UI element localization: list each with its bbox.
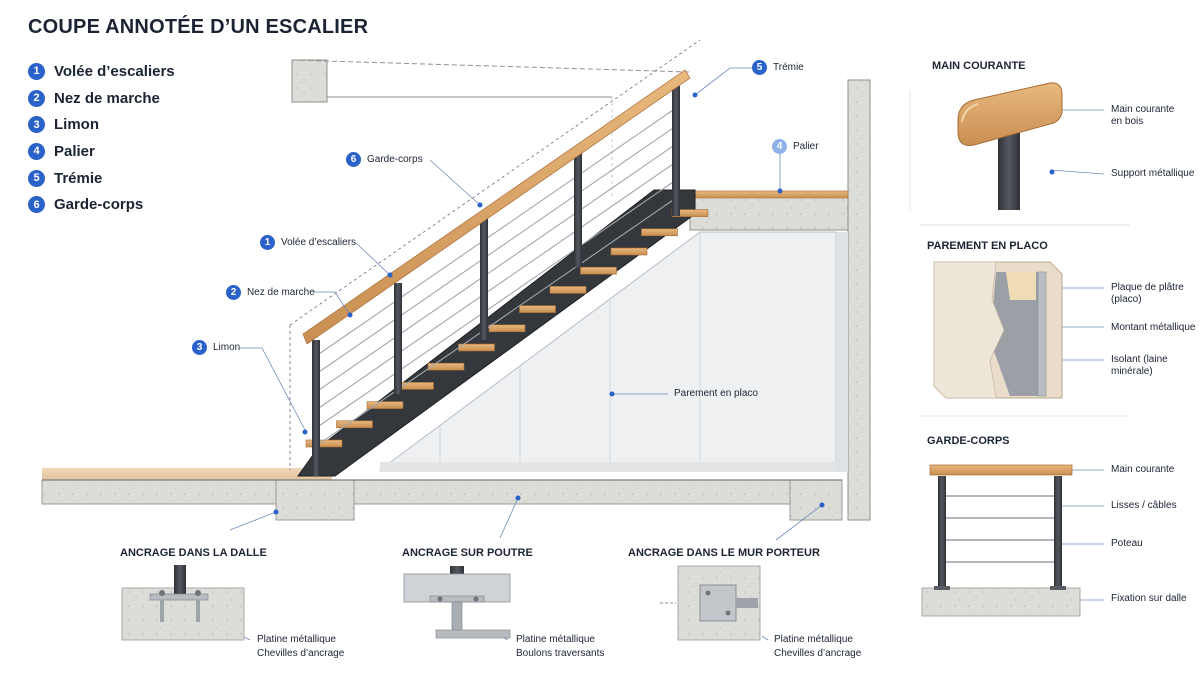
- stair-tread: [610, 247, 648, 256]
- legend-label: Nez de marche: [54, 89, 160, 107]
- detail-anchor-beam: [403, 566, 511, 639]
- label-plaque: Plaque de plâtre (placo): [1111, 282, 1184, 305]
- legend-number: 1: [28, 62, 45, 80]
- legend-item: 4 Palier: [28, 138, 175, 165]
- railing-cable: [315, 161, 677, 411]
- stair-tread: [336, 420, 373, 429]
- label-handrail-wood: Main courante en bois: [1111, 104, 1175, 127]
- label-poteau: Poteau: [1111, 538, 1143, 549]
- label-montant: Montant métallique: [1111, 322, 1196, 333]
- callout-label: Palier: [793, 141, 819, 152]
- stair-tread: [641, 228, 678, 237]
- legend-number: 5: [28, 169, 45, 187]
- detail-handrail-title: MAIN COURANTE: [932, 60, 1026, 72]
- detail-railing: [921, 464, 1081, 617]
- legend-number: 3: [28, 116, 45, 134]
- label-anchor-beam-bolts: Boulons traversants: [516, 648, 605, 659]
- detail-plasterboard: [933, 261, 1063, 399]
- legend-number: 4: [28, 142, 45, 160]
- stair-tread: [427, 362, 465, 371]
- legend-label: Garde-corps: [54, 196, 144, 214]
- label-isolant: Isolant (laine minérale): [1111, 354, 1168, 377]
- stair-tread: [458, 343, 495, 352]
- legend: 1 Volée d’escaliers 2 Nez de marche 3 Limon…: [28, 58, 175, 218]
- callout-label: Nez de marche: [247, 287, 315, 298]
- label-parement: Parement en placo: [674, 388, 758, 399]
- legend-item: 6 Garde-corps: [28, 191, 175, 218]
- callout-label: Trémie: [773, 62, 804, 73]
- anchor-beam-title: ANCRAGE SUR POUTRE: [402, 547, 533, 559]
- label-anchor-beam-plate: Platine métallique: [516, 634, 595, 645]
- callout-number: 3: [192, 340, 207, 355]
- detail-anchor-slab: [121, 565, 245, 641]
- upper-slab: [291, 59, 849, 231]
- construction-lines: [289, 39, 701, 470]
- legend-number: 6: [28, 196, 45, 214]
- legend-item: 5 Trémie: [28, 165, 175, 192]
- callout-label: Limon: [213, 342, 241, 353]
- callout-limon: 3 Limon: [192, 340, 240, 355]
- page-title: COUPE ANNOTÉE D’UN ESCALIER: [28, 16, 369, 38]
- anchor-wall-title: ANCRAGE DANS LE MUR PORTEUR: [628, 547, 820, 559]
- label-main-courante: Main courante: [1111, 464, 1175, 475]
- detail-railing-title: GARDE-CORPS: [927, 435, 1010, 447]
- callout-number: 5: [752, 60, 767, 75]
- railing-cable: [315, 179, 677, 429]
- label-anchor-wall-plate: Platine métallique: [774, 634, 853, 645]
- callout-label: Garde-corps: [367, 154, 423, 165]
- legend-label: Volée d’escaliers: [54, 62, 175, 80]
- callout-volee: 1 Volée d’escaliers: [260, 235, 356, 250]
- legend-label: Palier: [54, 142, 95, 160]
- railing-cable: [315, 143, 677, 393]
- label-lisses: Lisses / câbles: [1111, 500, 1177, 511]
- railing-garde-corps: [302, 69, 691, 476]
- panel-separators: [909, 90, 1130, 417]
- stair-tread: [488, 324, 526, 333]
- detail-plasterboard-title: PAREMENT EN PLACO: [927, 240, 1048, 252]
- label-fixation: Fixation sur dalle: [1111, 593, 1187, 604]
- railing-cable: [315, 197, 677, 447]
- legend-label: Limon: [54, 116, 99, 134]
- detail-handrail: [957, 82, 1063, 210]
- label-handrail-support: Support métallique: [1111, 168, 1195, 179]
- legend-item: 1 Volée d’escaliers: [28, 58, 175, 85]
- label-anchor-wall-bolts: Chevilles d’ancrage: [774, 648, 862, 659]
- stair-tread: [549, 286, 587, 294]
- label-anchor-slab-bolts: Chevilles d’ancrage: [257, 648, 345, 659]
- stair-tread: [580, 266, 617, 275]
- callout-palier: 4 Palier: [772, 139, 819, 154]
- floor-slab: [41, 468, 843, 521]
- railing-cable: [315, 107, 677, 357]
- callout-number: 2: [226, 285, 241, 300]
- label-anchor-slab-plate: Platine métallique: [257, 634, 336, 645]
- leader-lines: [229, 67, 1105, 641]
- callout-number: 1: [260, 235, 275, 250]
- legend-item: 2 Nez de marche: [28, 85, 175, 112]
- legend-item: 3 Limon: [28, 111, 175, 138]
- callout-label: Volée d’escaliers: [281, 237, 357, 248]
- railing-cable: [315, 125, 677, 375]
- callout-nez-de-marche: 2 Nez de marche: [226, 285, 315, 300]
- detail-anchor-wall: [660, 565, 761, 641]
- stair-tread: [519, 305, 556, 313]
- callout-tremie: 5 Trémie: [752, 60, 804, 75]
- stair-tread: [366, 401, 404, 409]
- plasterboard-lining: [378, 231, 848, 472]
- load-bearing-wall: [847, 79, 871, 521]
- anchor-slab-title: ANCRAGE DANS LA DALLE: [120, 547, 267, 559]
- legend-label: Trémie: [54, 169, 103, 187]
- callout-garde-corps: 6 Garde-corps: [346, 152, 423, 167]
- stair-treads: [305, 209, 709, 448]
- legend-number: 2: [28, 89, 45, 107]
- callout-number: 6: [346, 152, 361, 167]
- callout-number: 4: [772, 139, 787, 154]
